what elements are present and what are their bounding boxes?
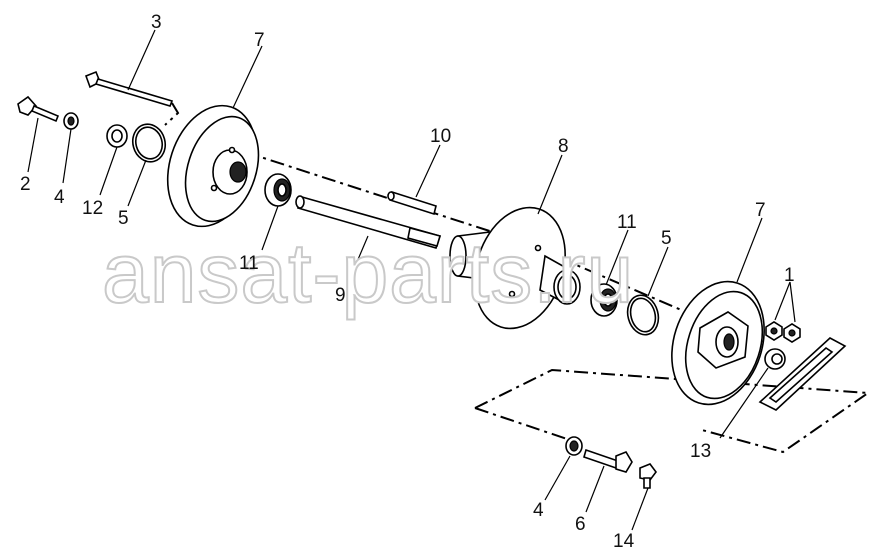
callout-10: 10 [430,126,451,147]
callout-6: 6 [575,514,586,535]
part-7-flange-left [166,104,260,228]
part-11-bearing-left [264,173,292,207]
part-14-screw [639,463,657,489]
part-4-washer-bottom [565,436,583,456]
callout-labels: 3 7 2 4 12 5 10 8 11 9 11 5 7 1 13 4 6 1… [20,12,795,552]
part-5-o-ring-right [626,294,660,336]
part-2-bolt [17,95,60,123]
callout-3: 3 [151,12,162,33]
callout-9: 9 [335,285,346,306]
part-8-pulley-hub [449,206,581,330]
mounting-plane-outline [474,368,871,454]
callout-5-left: 5 [118,208,129,229]
callout-11-right: 11 [617,212,637,233]
callout-7-right: 7 [755,200,766,221]
callout-14: 14 [613,531,635,552]
part-12-bushing [106,124,128,148]
part-5-o-ring [131,123,167,163]
callout-2: 2 [20,174,31,195]
part-13-spacer [764,348,786,370]
callout-8: 8 [558,136,569,157]
callout-11-left: 11 [239,253,259,274]
callout-4-left: 4 [54,187,65,208]
part-1-nuts [765,321,801,343]
leader-lines [27,29,796,531]
part-9-shaft [295,195,442,249]
part-7-flange-right [671,280,765,406]
watermark-text: ansat-parts.ru [102,226,634,320]
callout-1: 1 [784,265,795,286]
part-10-key [387,190,437,216]
callout-12: 12 [82,198,103,219]
part-3-long-bolt [84,70,174,107]
callout-4-bottom: 4 [533,500,544,521]
callout-5-right: 5 [661,228,672,249]
part-4-washer [63,112,79,130]
slotted-bracket [758,337,847,411]
part-6-bolt [583,448,633,473]
part-11-bearing-right [590,283,618,317]
callout-13: 13 [690,441,711,462]
callout-7-left: 7 [254,30,265,51]
